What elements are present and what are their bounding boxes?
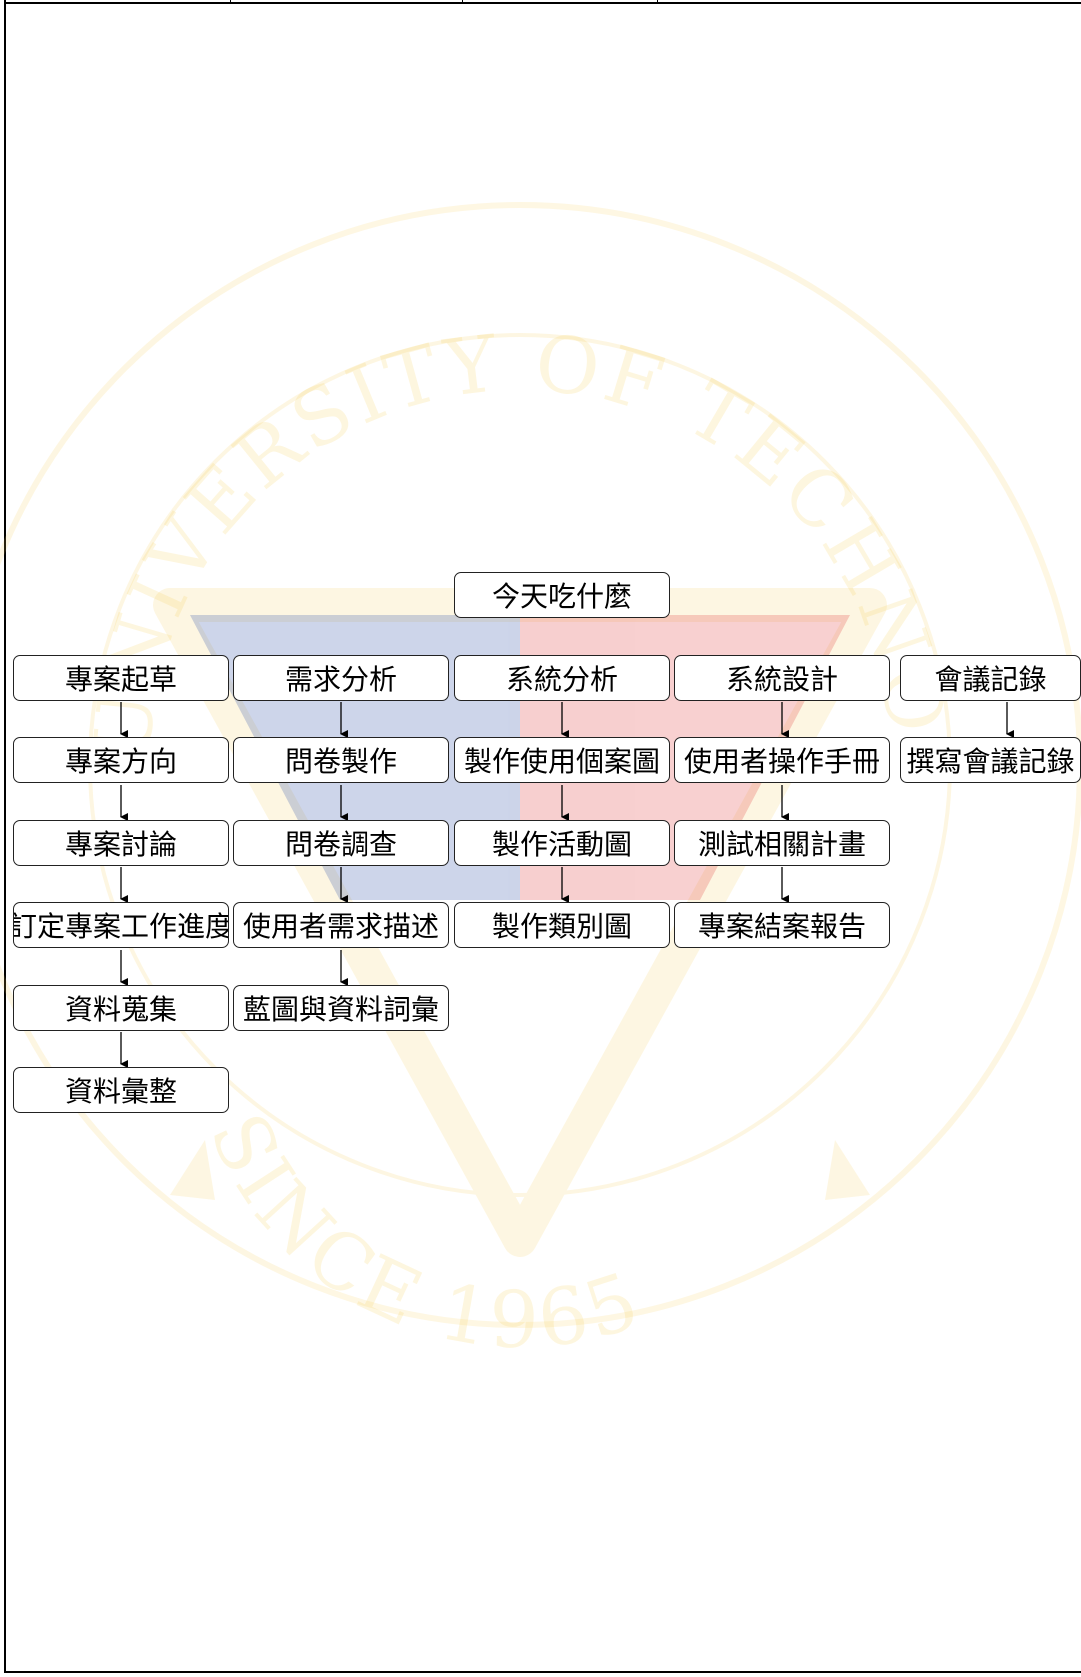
step-node: 撰寫會議記錄 (900, 737, 1081, 783)
column-header-node: 系統分析 (454, 655, 670, 701)
column-header-node: 會議記錄 (900, 655, 1081, 701)
step-node: 測試相關計畫 (674, 820, 890, 866)
step-node: 專案方向 (13, 737, 229, 783)
step-node: 使用者需求描述 (233, 902, 449, 948)
step-node: 製作類別圖 (454, 902, 670, 948)
header-divider (462, 0, 463, 4)
page-frame (4, 0, 1081, 1673)
step-node: 藍圖與資料詞彙 (233, 985, 449, 1031)
header-rule (4, 2, 1081, 4)
step-node: 使用者操作手冊 (674, 737, 890, 783)
step-node: 專案討論 (13, 820, 229, 866)
step-node: 問卷調查 (233, 820, 449, 866)
column-header-node: 系統設計 (674, 655, 890, 701)
root-node: 今天吃什麼 (454, 572, 670, 618)
step-node: 專案結案報告 (674, 902, 890, 948)
header-divider (230, 0, 231, 4)
column-header-node: 需求分析 (233, 655, 449, 701)
step-node: 資料蒐集 (13, 985, 229, 1031)
step-node: 訂定專案工作進度 (13, 902, 229, 948)
step-node: 製作使用個案圖 (454, 737, 670, 783)
header-divider (657, 0, 658, 4)
column-header-node: 專案起草 (13, 655, 229, 701)
step-node: 製作活動圖 (454, 820, 670, 866)
step-node: 問卷製作 (233, 737, 449, 783)
step-node: 資料彙整 (13, 1067, 229, 1113)
